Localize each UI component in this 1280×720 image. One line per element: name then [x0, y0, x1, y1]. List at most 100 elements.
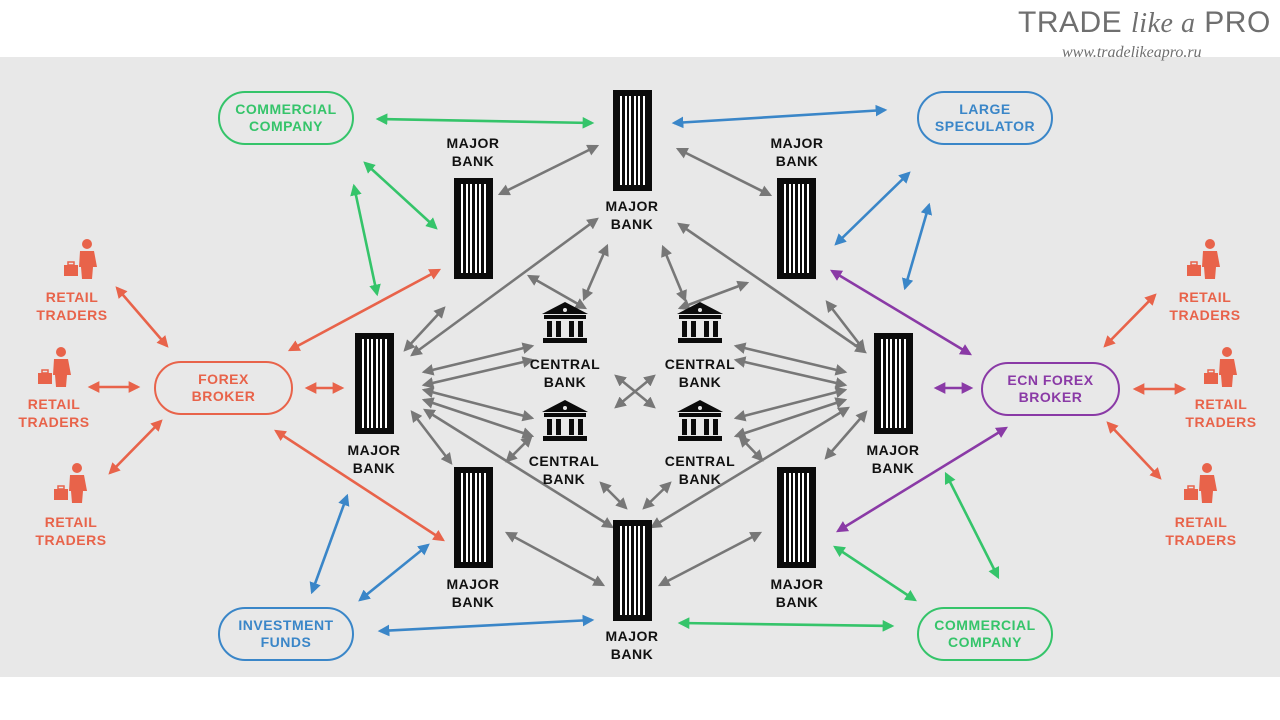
retail-traders-left-bottom-label: RETAIL TRADERS: [35, 514, 107, 548]
forex-broker-node: FOREX BROKER: [154, 361, 293, 415]
connection-arrow: [671, 104, 888, 129]
building-window-stripe: [629, 96, 632, 185]
central-bank-label-2: CENTRAL BANK: [664, 356, 736, 390]
building-window-stripe: [807, 473, 809, 562]
brand-header: TRADE like a PRO www.tradelikeapro.ru: [1018, 6, 1270, 61]
connection-arrow: [834, 171, 911, 246]
building-window-stripe: [620, 526, 622, 615]
central-bank-label-3: CENTRAL BANK: [528, 453, 600, 487]
brand-logo-like-a: like a: [1131, 8, 1196, 39]
major-bank-label-top-center: MAJOR BANK: [605, 198, 659, 232]
major-bank-label-mid-right: MAJOR BANK: [866, 442, 920, 476]
building-window-stripe: [484, 473, 486, 562]
building-window-stripe: [797, 473, 800, 562]
retail-trader-icon: [64, 239, 97, 279]
brand-logo-trade: TRADE: [1018, 6, 1123, 39]
building-window-stripe: [788, 473, 791, 562]
brand-url: www.tradelikeapro.ru: [1062, 44, 1202, 61]
building-window-stripe: [461, 473, 463, 562]
building-window-stripe: [643, 96, 645, 185]
connection-arrow: [738, 435, 764, 462]
building-window-stripe: [620, 96, 622, 185]
building-window-stripe: [784, 184, 786, 273]
building-window-stripe: [470, 473, 473, 562]
connection-arrow: [403, 306, 446, 352]
retail-traders-right-mid-label: RETAIL TRADERS: [1185, 396, 1257, 430]
building-window-stripe: [479, 473, 482, 562]
connection-arrow: [377, 614, 595, 637]
building-window-stripe: [807, 184, 809, 273]
building-window-stripe: [904, 339, 906, 428]
retail-trader-icon: [1204, 347, 1237, 387]
building-window-stripe: [797, 184, 800, 273]
central-bank-label-4: CENTRAL BANK: [664, 453, 736, 487]
building-window-stripe: [793, 473, 796, 562]
connection-arrow: [677, 617, 895, 632]
connection-arrow: [421, 386, 535, 422]
building-window-stripe: [624, 526, 627, 615]
building-window-stripe: [479, 184, 482, 273]
retail-trader-icon: [38, 347, 71, 387]
building-window-stripe: [899, 339, 902, 428]
connection-arrow: [115, 286, 169, 348]
connection-arrow: [733, 397, 848, 439]
connection-arrow: [901, 202, 933, 291]
building-window-stripe: [894, 339, 897, 428]
building-window-stripe: [474, 184, 477, 273]
building-window-stripe: [643, 526, 645, 615]
connection-arrow: [410, 410, 453, 465]
central-bank-icon: [677, 302, 723, 343]
connection-arrow: [375, 113, 595, 129]
connection-arrow: [733, 342, 848, 376]
retail-traders-right-bottom-label: RETAIL TRADERS: [1165, 514, 1237, 548]
major-bank-label-upper-right: MAJOR BANK: [770, 135, 824, 169]
retail-traders-left-top-label: RETAIL TRADERS: [36, 289, 108, 323]
retail-trader-icon: [1184, 463, 1217, 503]
building-window-stripe: [484, 184, 486, 273]
investment-funds-node: INVESTMENT FUNDS: [218, 607, 354, 661]
building-window-stripe: [465, 473, 468, 562]
connection-arrow: [350, 183, 381, 297]
retail-trader-icon: [54, 463, 87, 503]
connection-arrow: [309, 493, 350, 595]
building-window-stripe: [375, 339, 378, 428]
connection-arrow: [657, 531, 763, 587]
connection-arrow: [582, 243, 609, 302]
major-bank-label-mid-left: MAJOR BANK: [347, 442, 401, 476]
building-window-stripe: [633, 526, 636, 615]
connection-arrow: [363, 161, 438, 230]
building-window-stripe: [890, 339, 893, 428]
central-bank-icon: [542, 400, 588, 441]
central-bank-label-1: CENTRAL BANK: [529, 356, 601, 390]
major-bank-label-lower-right: MAJOR BANK: [770, 576, 824, 610]
connection-arrow: [649, 406, 851, 529]
major-bank-building-bottom-center: [613, 520, 652, 621]
connection-arrow: [423, 408, 614, 529]
major-bank-building-mid-right: [874, 333, 913, 434]
connection-arrow: [421, 356, 535, 389]
building-window-stripe: [461, 184, 463, 273]
connection-arrow: [733, 356, 848, 389]
connection-arrow: [497, 144, 600, 196]
building-window-stripe: [881, 339, 883, 428]
connection-arrow: [274, 429, 445, 542]
major-bank-label-bottom-center: MAJOR BANK: [605, 628, 659, 662]
building-window-stripe: [371, 339, 374, 428]
connection-arrow: [836, 426, 1008, 533]
connection-arrow: [421, 342, 535, 376]
retail-traders-left-mid-label: RETAIL TRADERS: [18, 396, 90, 430]
retail-traders-right-top-label: RETAIL TRADERS: [1169, 289, 1241, 323]
connection-arrow: [1103, 293, 1157, 348]
connection-arrow: [108, 419, 163, 475]
connection-arrow: [675, 147, 773, 197]
building-window-stripe: [385, 339, 387, 428]
building-window-stripe: [629, 526, 632, 615]
building-window-stripe: [638, 526, 641, 615]
building-window-stripe: [380, 339, 383, 428]
connection-arrow: [944, 471, 1000, 580]
major-bank-building-lower-left: [454, 467, 493, 568]
connection-arrow: [614, 374, 656, 409]
connection-arrow: [1106, 421, 1162, 480]
building-window-stripe: [793, 184, 796, 273]
